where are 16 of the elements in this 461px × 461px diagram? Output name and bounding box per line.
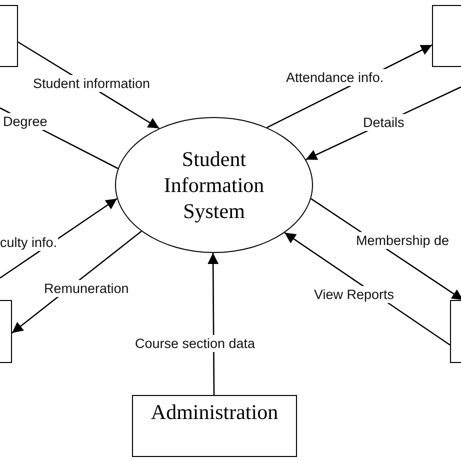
node-label: Student Information System: [162, 146, 266, 224]
edge-label: Degree: [2, 113, 48, 130]
arrow: [208, 253, 219, 395]
edge-label: culty info.: [0, 234, 58, 251]
edge-label: Membership de: [355, 232, 450, 249]
edge-label: Course section data: [134, 335, 256, 352]
edge-label: Attendance info.: [285, 69, 385, 86]
entity-box: [432, 5, 461, 67]
edge-label: Student information: [32, 75, 152, 92]
entity-box: [0, 300, 12, 363]
entity-box: [132, 395, 297, 457]
entity-box: [0, 5, 18, 67]
edge-label: Details: [362, 114, 406, 131]
edge-label: Remuneration: [43, 280, 130, 297]
node-label: Administration: [150, 398, 278, 426]
edge-label: View Reports: [313, 286, 396, 303]
